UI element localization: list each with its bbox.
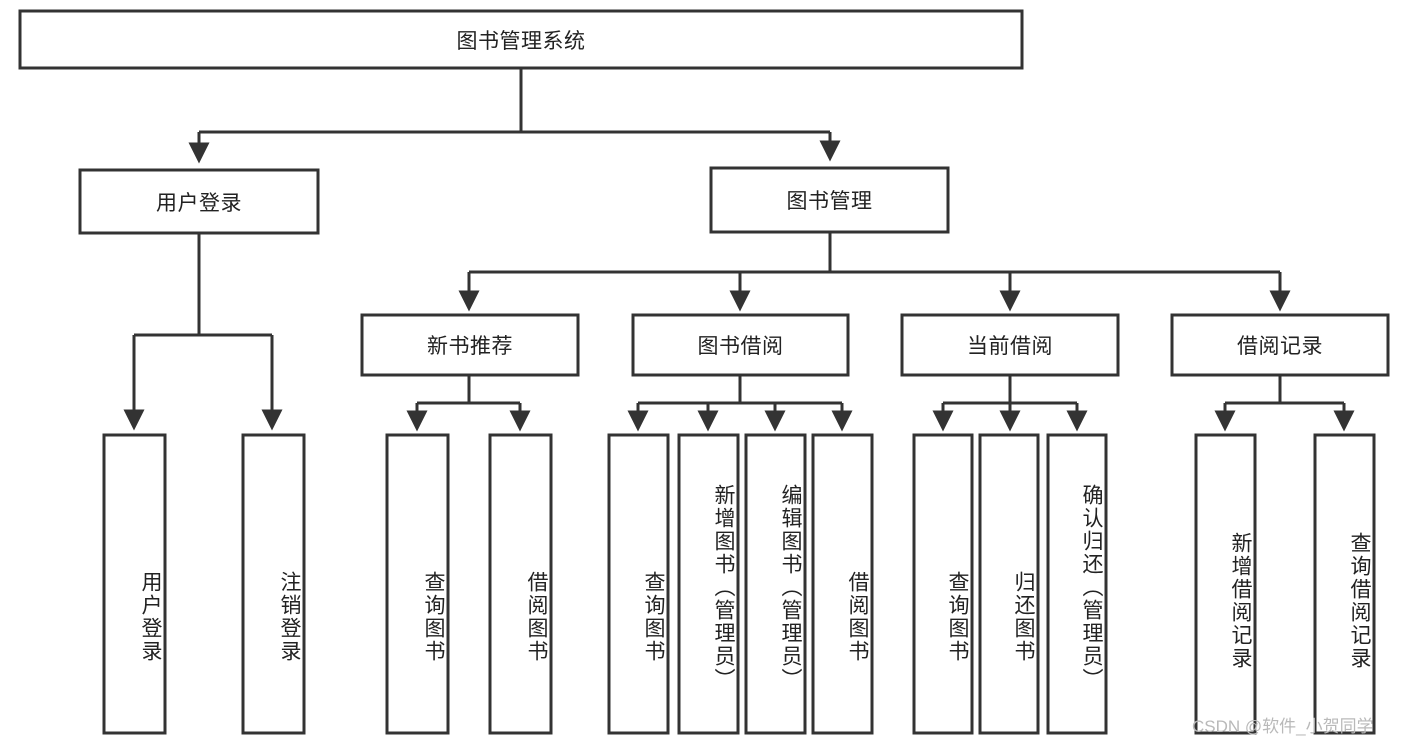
node-box-leaf-query-book-2[interactable]: [607, 433, 670, 735]
node-box-leaf-logout[interactable]: [241, 433, 306, 735]
edge-group-book-manage: [458, 232, 1291, 312]
node-box-leaf-edit-book[interactable]: [744, 433, 807, 735]
node-box-leaf-query-book-1[interactable]: [385, 433, 450, 735]
edge-group-borrow-record: [1214, 375, 1355, 432]
node-box-leaf-query-record[interactable]: [1313, 433, 1376, 735]
node-box-leaf-add-record[interactable]: [1194, 433, 1257, 735]
node-box-leaf-query-book-3[interactable]: [912, 433, 974, 735]
node-box-leaf-confirm-return[interactable]: [1046, 433, 1108, 735]
node-box-root[interactable]: [18, 9, 1024, 70]
edge-group-book-borrow: [627, 375, 853, 432]
node-box-book-borrow[interactable]: [631, 313, 850, 377]
node-box-user-login[interactable]: [78, 168, 320, 235]
node-box-leaf-borrow-book-1[interactable]: [488, 433, 553, 735]
node-box-borrow-record[interactable]: [1170, 313, 1390, 377]
edge-group-current-borrow: [932, 375, 1088, 432]
edge-group-user-login: [123, 233, 283, 431]
node-box-leaf-add-book[interactable]: [677, 433, 740, 735]
node-box-leaf-user-login[interactable]: [102, 433, 167, 735]
node-box-leaf-borrow-book-2[interactable]: [811, 433, 874, 735]
edge-group-root: [188, 68, 841, 164]
node-box-book-manage[interactable]: [709, 166, 950, 234]
node-box-current-borrow[interactable]: [900, 313, 1120, 377]
edge-group-new-book-rec: [406, 375, 531, 432]
node-box-new-book-rec[interactable]: [360, 313, 580, 377]
node-box-leaf-return-book[interactable]: [978, 433, 1040, 735]
